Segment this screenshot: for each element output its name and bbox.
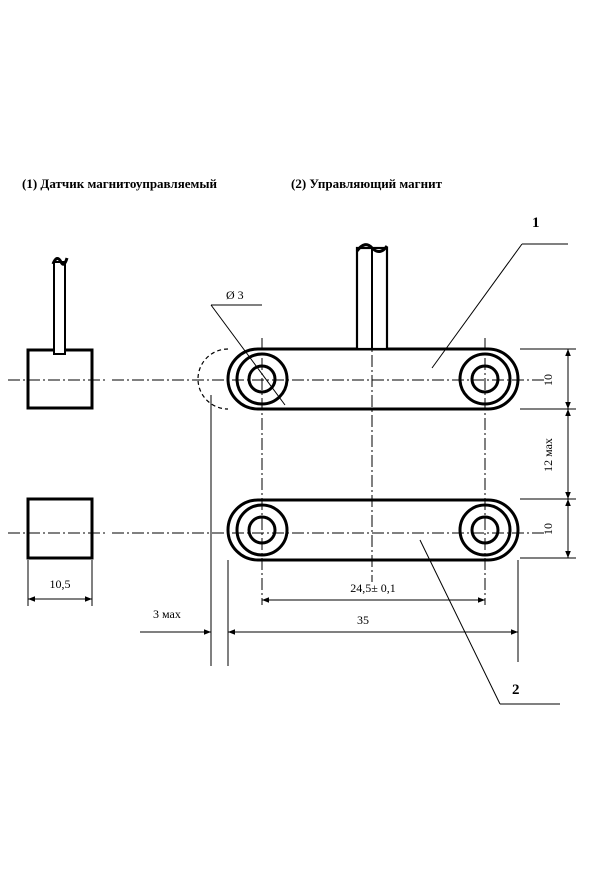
dimension-bar-length: 35 xyxy=(227,560,519,666)
magnet-bar-top xyxy=(226,347,520,411)
callout-1: 1 xyxy=(431,215,568,369)
dimension-hole-diameter: Ø 3 xyxy=(210,288,286,406)
dimension-text-bar-height-bottom: 10 xyxy=(541,523,555,535)
dimension-text-bar-height-top: 10 xyxy=(541,374,555,386)
dimension-text-offset: 3 мах xyxy=(153,607,181,621)
callout-label-1: 1 xyxy=(532,215,540,231)
sensor-views: 10,5 xyxy=(8,257,105,606)
sensor-lead-wire xyxy=(51,257,69,355)
dimension-text-hole-spacing: 24,5± 0,1 xyxy=(350,581,396,595)
dimension-text-bar-length: 35 xyxy=(357,613,369,627)
dimension-hole-spacing: 24,5± 0,1 xyxy=(262,581,485,603)
dimension-text-hole-diameter: Ø 3 xyxy=(226,288,244,302)
dimension-text-gap: 12 мах xyxy=(541,438,555,472)
dimension-vertical-chain: 10 12 мах 10 xyxy=(520,348,576,559)
callout-label-2: 2 xyxy=(512,682,520,698)
magnet-views: Ø 3 10 12 мах 10 24,5± 0,1 35 xyxy=(112,215,576,705)
dimension-offset: 3 мах xyxy=(140,395,236,666)
callout-2: 2 xyxy=(419,539,560,705)
magnet-lead-wire xyxy=(355,243,389,351)
dimension-text-sensor-width: 10,5 xyxy=(50,577,71,591)
dimension-sensor-width: 10,5 xyxy=(27,560,93,606)
sensor-body-bottom xyxy=(26,497,94,560)
caption-magnet: (2) Управляющий магнит xyxy=(291,176,442,191)
sensor-body-top xyxy=(26,348,94,410)
hidden-outline xyxy=(197,348,229,410)
caption-sensor: (1) Датчик магнитоуправляемый xyxy=(22,176,217,191)
magnet-bar-bottom xyxy=(226,498,520,562)
